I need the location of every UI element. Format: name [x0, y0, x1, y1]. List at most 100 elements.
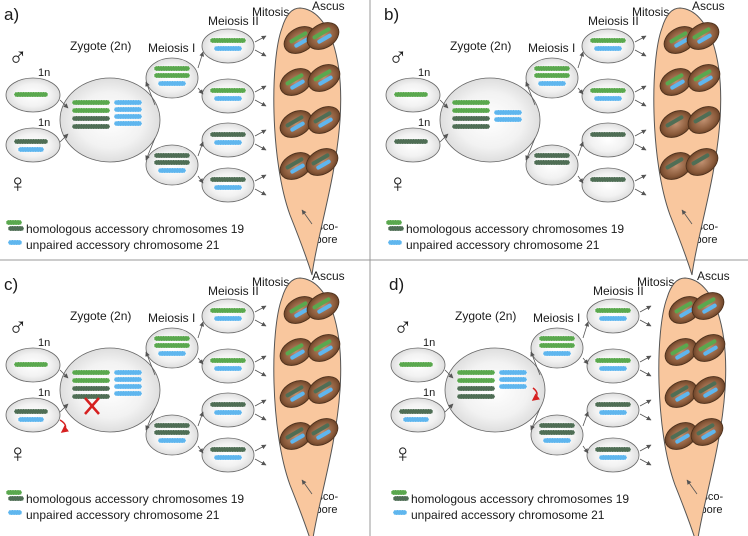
chromosome-21 — [593, 45, 623, 52]
arrow — [639, 444, 652, 452]
panel-letter: c) — [4, 275, 18, 294]
chromosome-21 — [113, 376, 143, 383]
chromosome-19 — [209, 446, 247, 453]
arrow — [444, 369, 454, 379]
chromosome-21 — [113, 99, 143, 106]
arrow — [530, 351, 541, 376]
chromosome-21 — [598, 365, 628, 372]
arrow — [525, 81, 536, 106]
legend: homologous accessory chromosomes 19unpai… — [5, 489, 244, 522]
ascus-label: Ascus — [312, 269, 345, 283]
chromosome-19 — [533, 159, 571, 166]
chromosome-21 — [598, 315, 628, 322]
chromosome-19 — [153, 72, 191, 79]
arrow — [439, 99, 449, 109]
zygote-label: Zygote (2n) — [450, 39, 511, 53]
meiosis-i-label: Meiosis I — [533, 311, 580, 325]
legend-homologous-text: homologous accessory chromosomes 19 — [406, 222, 624, 236]
ascospore — [659, 110, 693, 138]
haploid-label-top: 1n — [38, 67, 50, 79]
chromosome-19 — [393, 91, 429, 98]
meiosis-ii-cell — [581, 167, 635, 203]
chromosome-21 — [157, 437, 187, 444]
ascospore — [305, 148, 339, 176]
arrow — [197, 141, 204, 157]
female-symbol: ♀ — [393, 438, 413, 468]
ascospore — [306, 22, 340, 50]
chromosome-21 — [157, 80, 187, 87]
female-symbol: ♀ — [8, 438, 28, 468]
arrow — [525, 137, 536, 161]
chromosome-21 — [498, 369, 528, 376]
haploid-label-bottom: 1n — [423, 387, 435, 399]
chromosome-19 — [153, 335, 191, 342]
ascus-label: Ascus — [692, 0, 725, 13]
chromosome-21 — [402, 416, 430, 423]
meiosis-ii-label: Meiosis II — [208, 14, 259, 28]
ascospore — [307, 64, 341, 92]
chromosome-21 — [542, 350, 572, 357]
chromosome-19 — [456, 385, 496, 392]
female-symbol: ♀ — [388, 168, 408, 198]
legend-unpaired-text: unpaired accessory chromosome 21 — [411, 508, 605, 522]
panel-letter: a) — [4, 5, 19, 24]
arrow — [197, 357, 204, 365]
legend: homologous accessory chromosomes 19 unpai… — [385, 219, 624, 252]
legend-swatch-19 — [387, 225, 405, 232]
chromosome-19 — [538, 429, 576, 436]
arrow — [254, 355, 267, 363]
arrow — [634, 188, 647, 196]
chromosome-19 — [13, 91, 49, 98]
arrow — [439, 133, 449, 143]
chromosome-19 — [13, 408, 49, 415]
arrow — [145, 81, 156, 106]
arrow — [59, 403, 69, 413]
ascospore — [283, 296, 317, 324]
zygote-cell — [439, 77, 541, 163]
chromosome-19 — [589, 87, 627, 94]
zygote-label: Zygote (2n) — [455, 309, 516, 323]
haploid-label-bottom: 1n — [418, 117, 430, 129]
chromosome-19 — [209, 37, 247, 44]
arrow — [145, 137, 156, 161]
legend-swatch-19 — [390, 489, 408, 496]
arrow — [197, 51, 205, 69]
ascospore — [305, 418, 339, 446]
chromosome-19 — [209, 357, 247, 364]
legend-homologous-text: homologous accessory chromosomes 19 — [26, 222, 244, 236]
male-symbol: ♂ — [8, 42, 28, 72]
arrow — [577, 51, 585, 69]
chromosome-19 — [456, 377, 496, 384]
chromosome-21 — [113, 383, 143, 390]
mitosis-label: Mitosis — [252, 5, 289, 19]
arrow — [254, 99, 267, 107]
legend-swatch-19 — [5, 489, 23, 496]
arrow — [634, 49, 647, 57]
ascospore — [664, 380, 698, 408]
panel-letter: d) — [389, 275, 404, 294]
chromosome-19 — [456, 369, 496, 376]
ascospore — [279, 68, 313, 96]
arrow — [59, 99, 69, 109]
chromosome-21 — [113, 390, 143, 397]
arrow — [197, 175, 204, 184]
chromosome-21 — [17, 416, 45, 423]
chromosome-21 — [113, 106, 143, 113]
haploid-label-top: 1n — [423, 337, 435, 349]
male-symbol: ♂ — [8, 312, 28, 342]
legend: homologous accessory chromosomes 19unpai… — [390, 489, 629, 522]
ascospore — [692, 376, 726, 404]
haploid-cell-female — [5, 127, 61, 163]
chromosome-21 — [598, 409, 628, 416]
female-symbol: ♀ — [8, 168, 28, 198]
chromosome-19 — [589, 37, 627, 44]
chromosome-21 — [593, 95, 623, 102]
chromosome-21 — [157, 167, 187, 174]
legend-swatch-19 — [7, 225, 25, 232]
arrow — [582, 321, 590, 339]
chromosome-19 — [209, 176, 247, 183]
chromosome-19 — [594, 446, 632, 453]
legend-unpaired-text: unpaired accessory chromosome 21 — [406, 238, 600, 252]
chromosome-21 — [213, 365, 243, 372]
chromosome-19 — [71, 393, 111, 400]
